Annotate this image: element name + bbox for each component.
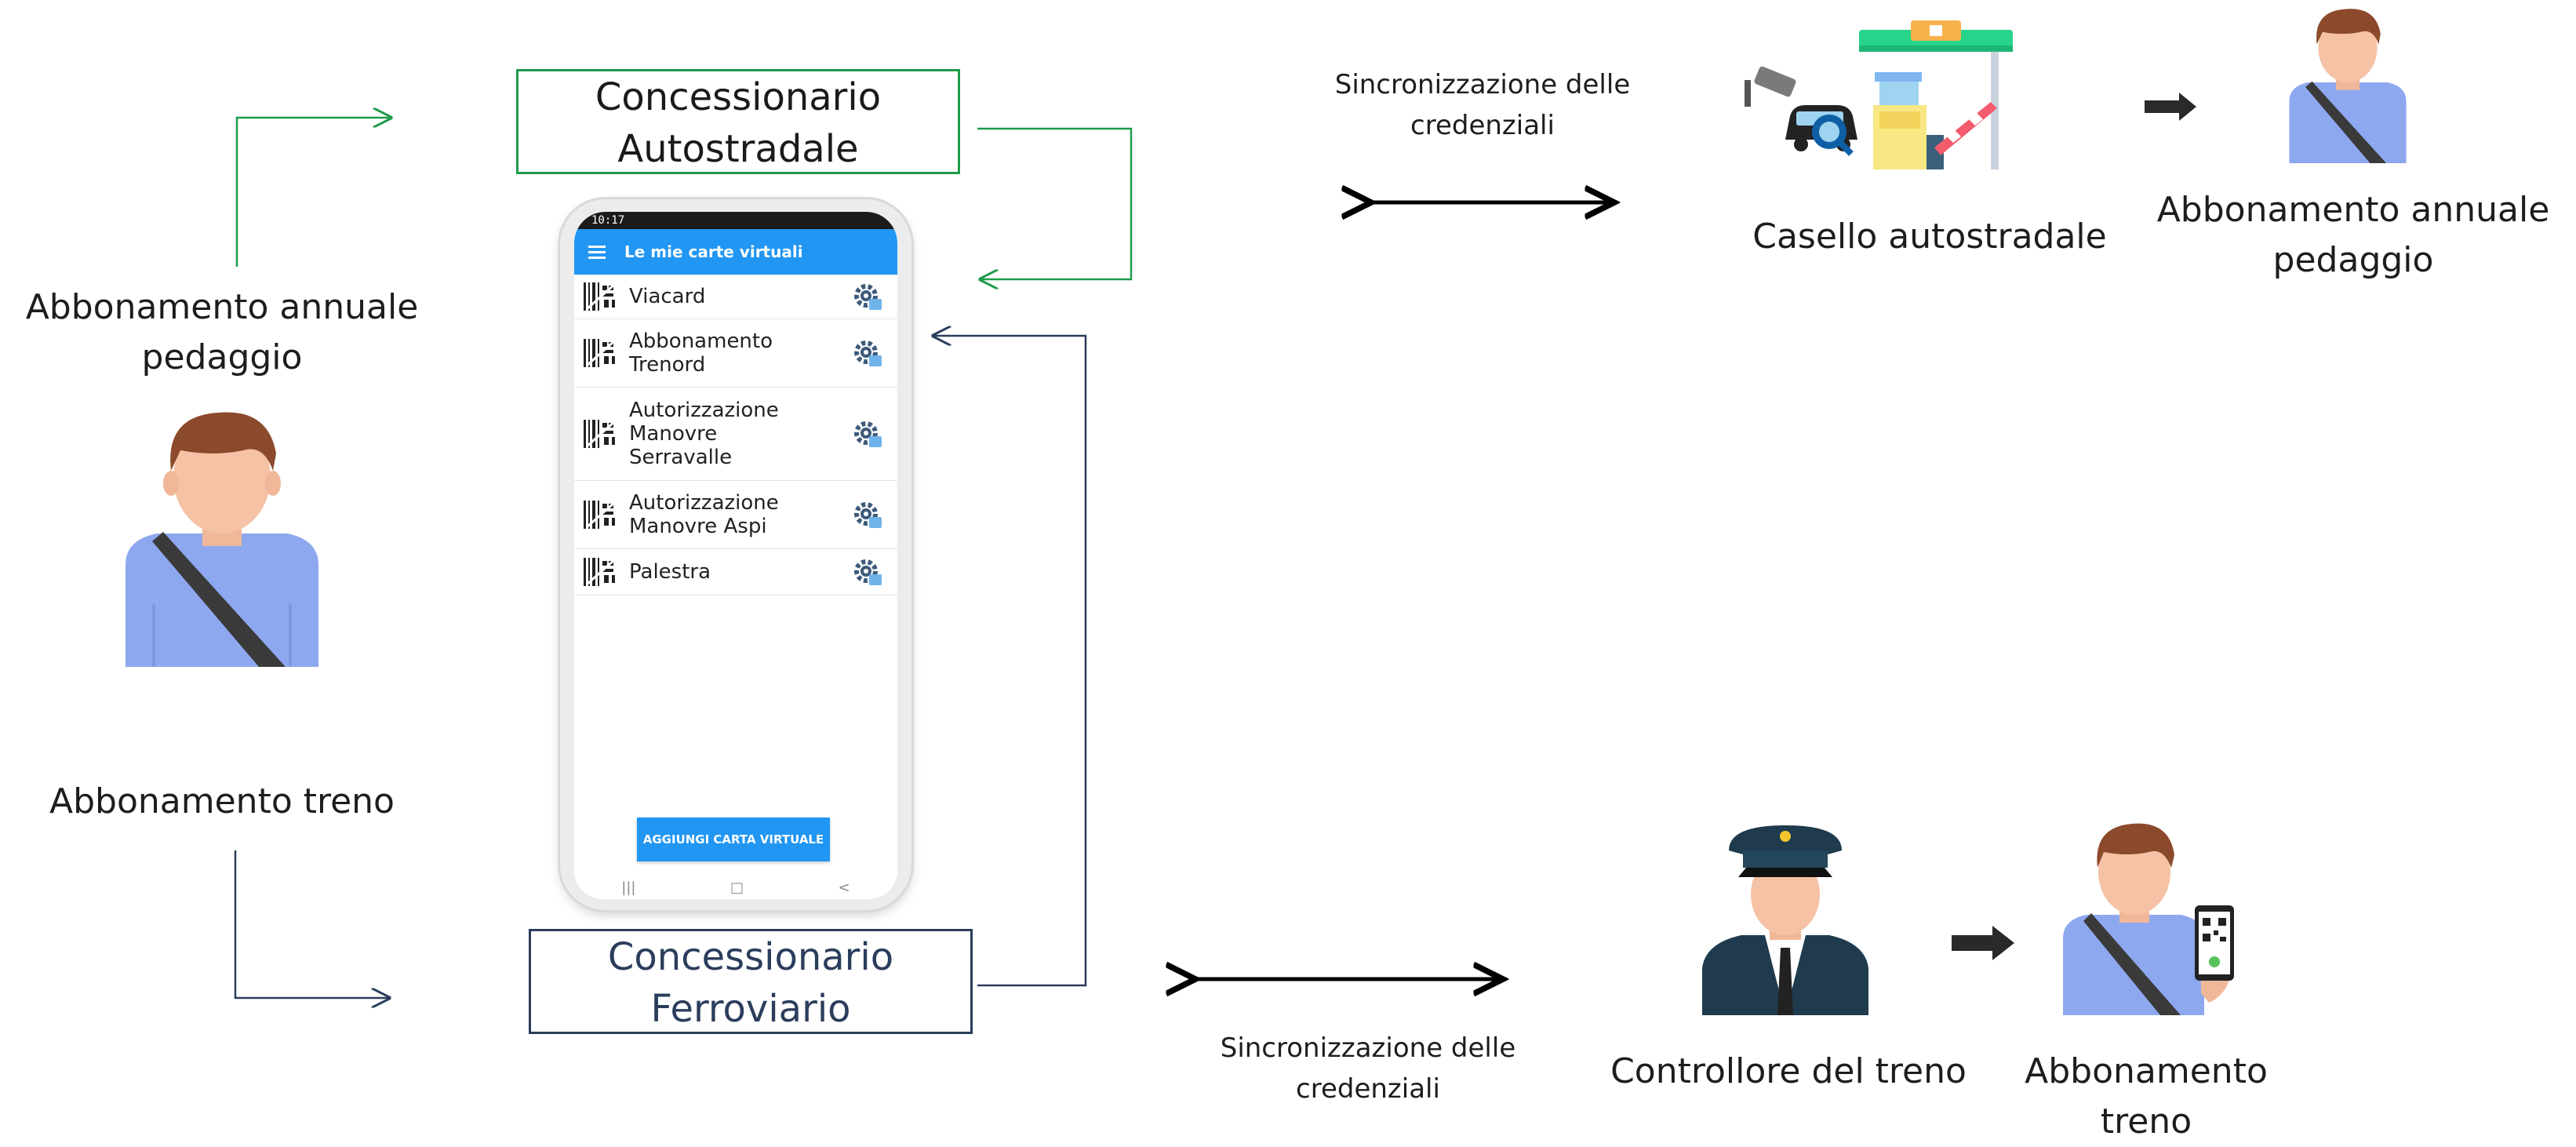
hamburger-menu-icon[interactable] — [588, 245, 606, 259]
sync-top-label: Sincronizzazione delle credenziali — [1334, 69, 1631, 141]
recent-apps-icon[interactable]: ||| — [621, 879, 636, 896]
concessionario-autostradale-box: Concessionario Autostradale — [516, 69, 960, 174]
barcode-icon — [584, 558, 616, 586]
card-row-viacard[interactable]: Viacard — [574, 275, 897, 319]
left-train-subscription-label: Abbonamento treno — [49, 781, 395, 821]
barcode-icon — [584, 420, 616, 448]
card-row-autorizzazione-aspi[interactable]: Autorizzazione Manovre Aspi — [574, 481, 897, 549]
gear-settings-icon[interactable] — [850, 498, 883, 531]
card-row-autorizzazione-serravalle[interactable]: Autorizzazione Manovre Serravalle — [574, 388, 897, 481]
gear-settings-icon[interactable] — [850, 337, 883, 370]
user-avatar-icon — [126, 412, 318, 667]
app-bar: Le mie carte virtuali — [574, 229, 897, 275]
gear-settings-icon[interactable] — [850, 555, 883, 588]
toll-booth-label: Casello autostradale — [1752, 217, 2107, 257]
barcode-icon — [584, 339, 616, 367]
block-arrow-bottom — [1952, 926, 2014, 960]
card-row-abbonamento-trenord[interactable]: Abbonamento Trenord — [574, 319, 897, 388]
sync-bottom-label: Sincronizzazione delle credenziali — [1220, 1032, 1516, 1105]
concessionario-ferroviario-box: Concessionario Ferroviario — [529, 929, 973, 1034]
user-with-phone-icon — [2063, 823, 2234, 1015]
arrow-user-to-autostradale — [235, 118, 391, 267]
card-name: Viacard — [629, 285, 706, 308]
home-icon[interactable]: □ — [730, 879, 744, 896]
toll-booth-icon — [1745, 20, 2013, 169]
user-avatar-icon — [2289, 9, 2407, 163]
phone-screen: 10:17 Le mie carte virtuali Viacard Abbo… — [574, 212, 897, 899]
card-name: Abbonamento Trenord — [629, 330, 773, 377]
status-bar: 10:17 — [574, 212, 897, 229]
arrow-ferroviario-to-phone — [933, 336, 1087, 987]
left-toll-subscription-label: Abbonamento annuale pedaggio — [25, 287, 419, 377]
block-arrow-top — [2145, 93, 2196, 121]
add-virtual-card-button[interactable]: AGGIUNGI CARTA VIRTUALE — [637, 817, 830, 861]
barcode-icon — [584, 501, 616, 529]
android-nav-bar: ||| □ < — [574, 876, 897, 899]
right-toll-subscription-label: Abbonamento annuale pedaggio — [2156, 190, 2550, 280]
card-row-palestra[interactable]: Palestra — [574, 549, 897, 595]
train-controller-icon — [1702, 825, 1868, 1015]
phone-mockup: 10:17 Le mie carte virtuali Viacard Abbo… — [560, 199, 911, 910]
card-name: Palestra — [629, 560, 711, 584]
arrow-user-to-ferroviario — [234, 850, 389, 998]
train-controller-label: Controllore del treno — [1610, 1051, 1967, 1091]
gear-settings-icon[interactable] — [850, 280, 883, 313]
barcode-icon — [584, 282, 616, 311]
arrow-autostradale-to-phone — [977, 127, 1133, 279]
card-name: Autorizzazione Manovre Serravalle — [629, 399, 779, 469]
back-icon[interactable]: < — [838, 879, 850, 896]
right-train-subscription-label: Abbonamento treno — [2025, 1051, 2268, 1142]
app-title: Le mie carte virtuali — [624, 242, 803, 261]
card-name: Autorizzazione Manovre Aspi — [629, 491, 779, 538]
gear-settings-icon[interactable] — [850, 417, 883, 450]
status-time: 10:17 — [591, 214, 625, 227]
